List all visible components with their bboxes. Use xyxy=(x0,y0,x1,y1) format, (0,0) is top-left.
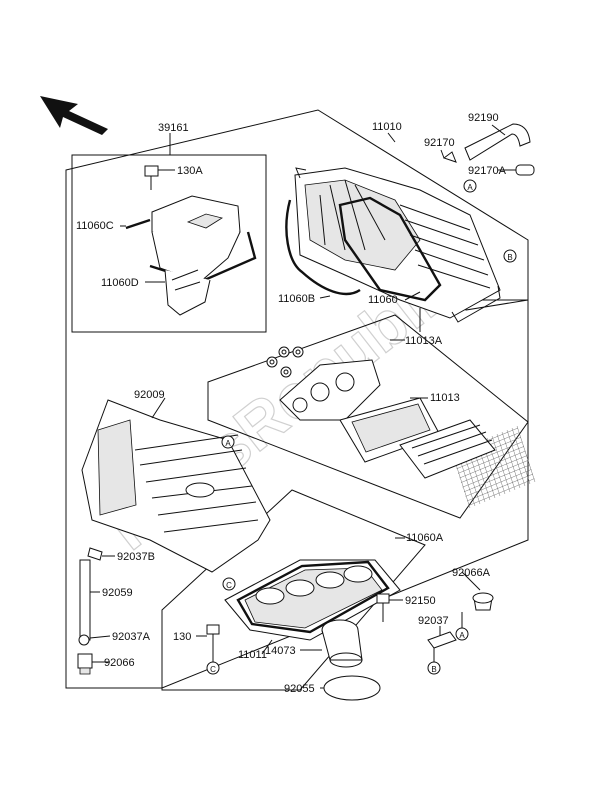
callout-11013A: 11013A xyxy=(405,335,443,347)
seal-11060B xyxy=(285,199,361,296)
svg-text:A: A xyxy=(225,439,231,448)
o-ring-92055 xyxy=(323,675,381,701)
callout-14073: 14073 xyxy=(265,645,296,657)
marker-b-top: B xyxy=(503,249,517,263)
air-filter-11013 xyxy=(339,397,496,479)
drain-hose-92059 xyxy=(79,559,91,641)
callout-11013: 11013 xyxy=(430,392,460,404)
callout-92066A: 92066A xyxy=(452,567,491,579)
callout-92037B: 92037B xyxy=(117,551,155,563)
svg-text:A: A xyxy=(459,631,465,640)
bolt-92150 xyxy=(376,593,390,622)
callout-92170A: 92170A xyxy=(468,165,507,177)
clamp-92170A xyxy=(515,164,535,176)
grommets-11013A xyxy=(266,346,304,378)
callout-130A: 130A xyxy=(177,165,203,177)
callout-92170: 92170 xyxy=(424,137,455,149)
callout-11060D: 11060D xyxy=(101,277,139,289)
marker-a-top: A xyxy=(463,179,477,193)
marker-c-left: C xyxy=(222,577,236,591)
callout-11060B: 11060B xyxy=(278,293,315,305)
front-arrow-icon xyxy=(40,96,108,135)
upper-housing xyxy=(294,167,501,323)
svg-text:C: C xyxy=(226,581,232,590)
marker-a-right: A xyxy=(455,627,469,641)
callout-92009: 92009 xyxy=(134,389,165,401)
lower-case-box xyxy=(161,489,426,691)
clamp-92037A xyxy=(78,634,90,646)
duct-14073 xyxy=(321,619,363,668)
clamp-92170 xyxy=(442,151,457,163)
plug-92066 xyxy=(77,653,93,669)
svg-text:A: A xyxy=(467,183,473,192)
callout-11060: 11060 xyxy=(368,294,398,306)
marker-c-bottom: C xyxy=(206,661,220,675)
bolt-130 xyxy=(206,624,220,652)
gasket-11060 xyxy=(338,196,442,302)
callout-130: 130 xyxy=(173,631,191,643)
callout-39161: 39161 xyxy=(158,122,189,134)
marker-a-mid: A xyxy=(221,435,235,449)
marker-b-bottom: B xyxy=(427,661,441,675)
callout-92150: 92150 xyxy=(405,595,436,607)
intake-duct xyxy=(149,195,257,316)
bolt-130A xyxy=(144,165,159,190)
clamp-92037B xyxy=(87,547,103,561)
duct-group-box xyxy=(71,154,267,333)
outer-frame xyxy=(65,109,529,689)
leader-lines xyxy=(89,124,516,689)
callout-92037: 92037 xyxy=(418,615,449,627)
seal-11060C xyxy=(125,218,151,230)
callout-92055: 92055 xyxy=(284,683,315,695)
lower-case-11011 xyxy=(224,559,401,641)
callout-92059: 92059 xyxy=(102,587,133,599)
callout-11011: 11011 xyxy=(238,649,267,661)
svg-text:B: B xyxy=(507,253,512,262)
callout-11010: 11010 xyxy=(372,121,402,133)
hose-92190 xyxy=(464,123,531,161)
callout-11060C: 11060C xyxy=(76,220,114,232)
callout-92037A: 92037A xyxy=(112,631,151,643)
callout-92066: 92066 xyxy=(104,657,135,669)
callout-92190: 92190 xyxy=(468,112,499,124)
filter-group-box xyxy=(207,314,529,519)
svg-text:C: C xyxy=(210,665,216,674)
band-92037 xyxy=(427,631,457,649)
callout-11060A: 11060A xyxy=(406,532,444,544)
svg-text:B: B xyxy=(431,665,436,674)
gasket-11060A xyxy=(236,560,390,634)
